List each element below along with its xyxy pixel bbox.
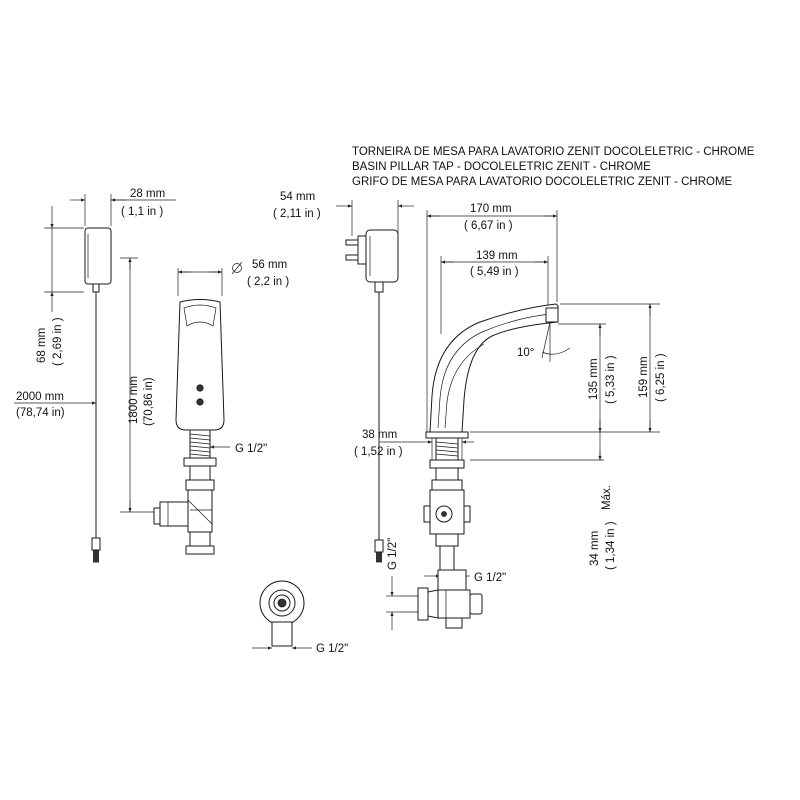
title-line-3: GRIFO DE MESA PARA LAVATORIO DOCOLELETRI…	[352, 176, 733, 188]
dim-hose-length-in: (70,86 in)	[143, 377, 155, 426]
valve-body	[437, 589, 471, 619]
diameter-icon-slash	[231, 261, 243, 275]
dim-reach-total-mm: 170 mm	[470, 203, 512, 215]
thread-side-label: G 1/2"	[474, 572, 506, 584]
thread-front-label: G 1/2"	[235, 443, 267, 455]
dim-adapter-width-mm: 54 mm	[280, 191, 315, 203]
dim-box-width-in: ( 1,1 in )	[121, 206, 163, 218]
valve-top-nut	[437, 569, 467, 591]
valve-cone	[427, 589, 439, 619]
power-adapter-view: 54 mm ( 2,11 in )	[273, 191, 414, 563]
bottom-view: G 1/2"	[252, 580, 348, 655]
valve-outlet	[445, 617, 463, 629]
title-line-2: BASIN PILLAR TAP - DOCOLELETRIC ZENIT - …	[352, 161, 651, 173]
angle-valve-view: G 1/2"	[386, 538, 483, 630]
plug-base	[357, 235, 367, 265]
dim-reach-spout-in: ( 5,49 in )	[470, 266, 519, 278]
aerator	[545, 307, 559, 323]
dim-height-outlet-in: ( 5,33 in )	[605, 355, 617, 404]
dim-deck-thickness-mm: 34 mm	[589, 531, 601, 566]
dim-body-diameter-mm: 56 mm	[252, 259, 287, 271]
valve-flange	[417, 587, 429, 621]
dim-deck-thickness-in: ( 1,34 in )	[605, 521, 617, 570]
coil-plug	[153, 507, 161, 525]
lock-nut-side	[429, 459, 465, 469]
valve-side-port	[423, 505, 431, 523]
title-block: TORNEIRA DE MESA PARA LAVATORIO ZENIT DO…	[352, 146, 755, 188]
fitting	[185, 479, 215, 491]
fitting-side	[431, 479, 463, 491]
dim-height-total-in: ( 6,25 in )	[655, 353, 667, 402]
dim-box-height-mm: 68 mm	[36, 328, 48, 363]
dim-hose-length-mm: 1800 mm	[128, 376, 140, 424]
connector-side	[435, 467, 459, 481]
valve-handle	[469, 593, 483, 615]
thread-lines-side	[435, 441, 459, 457]
base-plate	[425, 431, 469, 439]
connector	[189, 465, 211, 481]
dim-cable-length-mm: 2000 mm	[16, 391, 64, 403]
dim-reach-total-in: ( 6,67 in )	[464, 220, 513, 232]
tap-body-front	[175, 299, 225, 431]
valve-diagonal	[187, 499, 213, 525]
dim-adapter-width-in: ( 2,11 in )	[273, 208, 321, 220]
control-box	[84, 227, 112, 285]
cable-connector	[91, 537, 101, 551]
title-line-1: TORNEIRA DE MESA PARA LAVATORIO ZENIT DO…	[352, 146, 755, 158]
dim-body-diameter-in: ( 2,2 in )	[247, 276, 289, 288]
dim-height-outlet-mm: 135 mm	[588, 358, 600, 400]
dim-max-label: Máx.	[601, 485, 613, 510]
dim-reach-spout-mm: 139 mm	[476, 250, 518, 262]
inlet-hole	[277, 598, 287, 608]
control-box-gland	[92, 283, 100, 293]
diameter-icon	[232, 263, 242, 273]
inlet-fitting	[185, 545, 215, 555]
adapter-body	[365, 229, 399, 283]
angle-arc	[541, 347, 571, 355]
dim-angle: 10°	[517, 347, 534, 359]
dim-height-total-mm: 159 mm	[638, 356, 650, 398]
adapter-gland	[374, 281, 384, 293]
dim-base-diameter-mm: 38 mm	[362, 429, 397, 441]
inlet-nut	[189, 531, 211, 547]
body-contour	[437, 313, 551, 429]
body-contour-inner	[444, 343, 485, 429]
tap-body-side	[429, 303, 559, 433]
adapter-connector-tip	[376, 551, 382, 563]
solenoid-coil	[159, 501, 189, 527]
lock-nut	[183, 457, 217, 467]
cable-connector-tip	[93, 549, 99, 563]
valve-side-port	[463, 505, 471, 523]
plug-prong	[345, 254, 359, 261]
dim-base-diameter-in: ( 1,52 in )	[354, 446, 403, 458]
plug-prong	[345, 239, 359, 246]
spout-outlet-front	[183, 304, 217, 327]
thread-valve-vertical-label: G 1/2"	[387, 538, 399, 570]
angle-line	[541, 321, 551, 359]
inlet-pipe	[271, 621, 293, 647]
sensor-eye-icon	[196, 384, 204, 392]
dim-box-width-mm: 28 mm	[130, 188, 165, 200]
front-view: 1800 mm (70,86 in) 56 mm ( 2,2 in ) G 1/…	[120, 257, 289, 555]
inlet-nut-side	[435, 533, 459, 547]
control-box-view: 28 mm ( 1,1 in ) 68 mm ( 2,69 in ) 2000 …	[14, 188, 176, 563]
valve-screw	[441, 511, 447, 517]
thread-lines	[189, 433, 211, 457]
solenoid-valve	[187, 489, 213, 533]
sensor-eye-icon	[196, 398, 204, 406]
adapter-connector	[374, 539, 384, 553]
side-view: 170 mm ( 6,67 in ) 139 mm ( 5,49 in ) 10…	[354, 203, 667, 584]
thread-bottom-label: G 1/2"	[316, 643, 348, 655]
dim-cable-length-in: (78,74 in)	[16, 407, 65, 419]
dim-box-height-in: ( 2,69 in )	[52, 317, 64, 366]
threaded-shank-side	[435, 437, 459, 461]
